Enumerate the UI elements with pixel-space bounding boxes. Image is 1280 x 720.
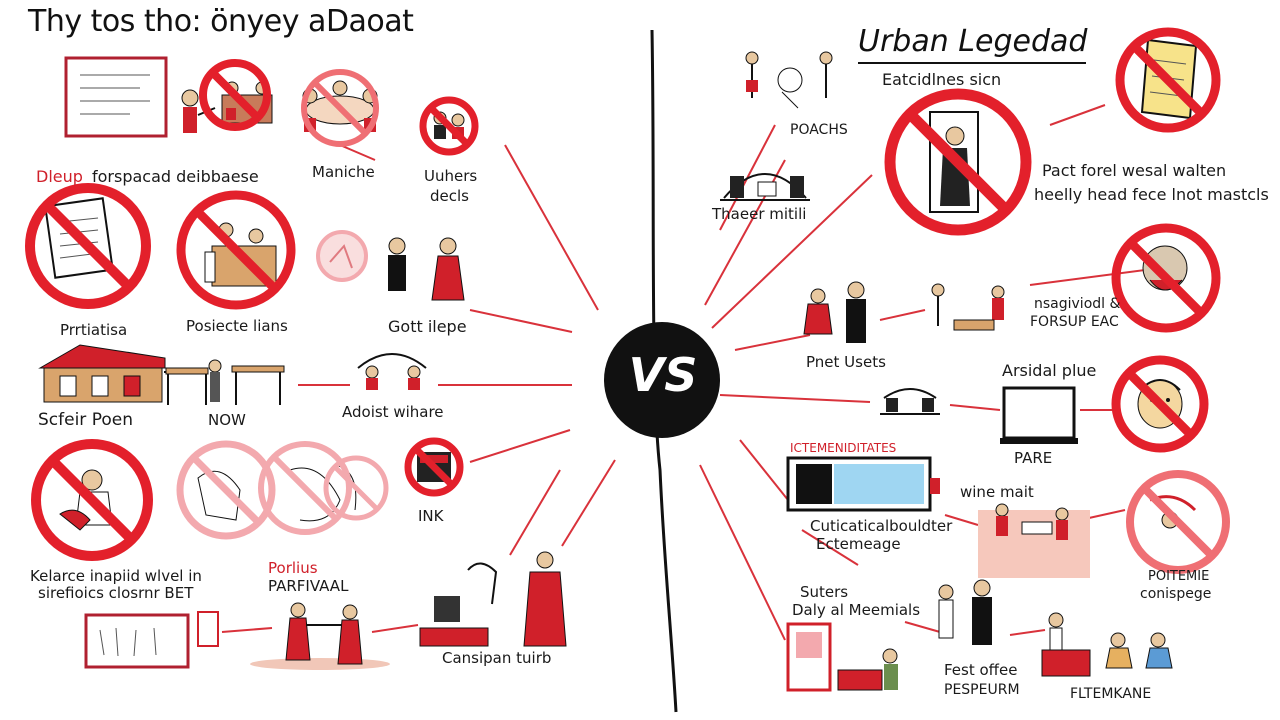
label-fltemkane: FLTEMKANE — [1070, 686, 1152, 702]
label-cansipan-tuirb: Cansipan tuirb — [442, 649, 552, 667]
label-ictemeniditates: ICTEMENIDITATES — [790, 441, 897, 455]
ban-sign — [31, 439, 153, 561]
vs-label: VS — [628, 348, 698, 402]
faded-ban-illustration — [316, 230, 368, 282]
left-title: Thy tos tho: önyey aDaoat — [28, 4, 414, 39]
label-pact-line1: Pact forel wesal walten — [1042, 161, 1227, 180]
suited-pair-illustration — [803, 281, 866, 343]
lab-table-illustration — [880, 388, 940, 415]
workshop-illustration — [931, 283, 1005, 331]
vending-machine-illustration — [786, 622, 898, 692]
label-thaeer-mitili: Thaeer mitili — [712, 205, 807, 223]
ban-sign — [199, 59, 271, 131]
label-daly-meemials: Daly al Meemials — [792, 601, 921, 619]
ban-sign — [404, 437, 464, 497]
couple-illustration — [388, 237, 465, 301]
label-scfeir-poen: Scfeir Poen — [38, 410, 133, 430]
hooded-figures-illustration — [1142, 245, 1188, 291]
faded-figures-illustration — [197, 464, 357, 522]
dancing-couple-illustration — [250, 602, 390, 670]
house-illustration — [38, 344, 166, 403]
label-porlius: Porlius — [268, 559, 318, 577]
machinery-illustration — [720, 173, 810, 201]
ban-sign — [323, 455, 389, 521]
ban-sign — [176, 190, 296, 310]
label-pare: PARE — [1014, 449, 1053, 467]
label-nsagiviodl-line1: nsagiviodl & — [1034, 296, 1121, 312]
ban-sign — [419, 96, 479, 156]
label-maniche: Maniche — [312, 163, 375, 181]
label-arsidal-plue: Arsidal plue — [1002, 361, 1097, 380]
label-poitemie-line2: conispege — [1140, 586, 1212, 602]
label-cutical-line2: Ectemeage — [816, 535, 901, 553]
label-adoist-wihare: Adoist wihare — [342, 403, 444, 421]
right-title-underline — [858, 62, 1086, 64]
label-gott-ilepe: Gott ilepe — [388, 317, 467, 336]
desk-scene-illustration — [204, 222, 277, 287]
label-suters: Suters — [800, 583, 849, 601]
crowd-scene-illustration — [978, 503, 1090, 578]
label-decls: decls — [430, 187, 469, 205]
label-fest-offee: Fest offee — [944, 661, 1018, 679]
frame-illustration — [84, 611, 219, 669]
label-poachs: POACHS — [790, 122, 848, 138]
label-now: NOW — [208, 411, 246, 429]
label-kelarce-line1: Kelarce inapiid wlvel in — [30, 567, 202, 585]
label-posiecte-lians: Posiecte lians — [186, 317, 288, 335]
label-kelarce-line2: sirefioics closrnr BET — [38, 584, 194, 602]
label-pnet-usets: Pnet Usets — [806, 353, 886, 371]
bus-stop-illustration — [164, 359, 285, 405]
gathering-illustration — [357, 353, 427, 390]
screen-display-illustration — [786, 456, 940, 512]
ban-sign — [1115, 27, 1221, 133]
right-subtitle: Eatcidlnes sicn — [882, 70, 1002, 89]
businessmen-illustration — [938, 579, 992, 645]
center-divider — [650, 29, 678, 713]
label-ink: INK — [418, 507, 444, 525]
whiteboard-illustration — [64, 56, 216, 138]
ban-sign — [301, 69, 379, 147]
ban-sign — [176, 440, 276, 540]
ban-sign — [1111, 223, 1221, 333]
label-prrtiatisa: Prrtiatisa — [60, 321, 128, 339]
laptop-illustration — [1000, 386, 1078, 444]
office-pair-illustration — [419, 551, 567, 647]
label-pespeurm: PESPEURM — [944, 682, 1020, 698]
label-parfivaal: PARFIVAAL — [268, 577, 349, 595]
right-title: Urban Legedad — [858, 24, 1088, 59]
figures-top-right-illustration — [745, 51, 833, 109]
ban-sign — [25, 183, 151, 309]
ban-sign — [258, 441, 352, 535]
label-poitemie-line1: POITEMIE — [1148, 569, 1210, 584]
vs-circle — [604, 322, 720, 438]
label-dleup: Dleup — [36, 167, 83, 186]
label-forspacad: forspacad deibbaese — [92, 167, 259, 186]
label-nsagiviodl-line2: FORSUP EAC — [1030, 314, 1119, 330]
ban-sign — [1111, 355, 1209, 453]
label-cutical-line1: Cuticaticalbouldter — [810, 517, 953, 535]
label-pact-line2: heelly head fece lnot mastcls — [1034, 185, 1269, 204]
ban-sign — [884, 88, 1032, 236]
picnic-illustration — [1041, 612, 1173, 677]
ban-sign — [1126, 470, 1230, 574]
label-wine-mait: wine mait — [960, 483, 1034, 501]
label-uuhers: Uuhers — [424, 167, 478, 185]
